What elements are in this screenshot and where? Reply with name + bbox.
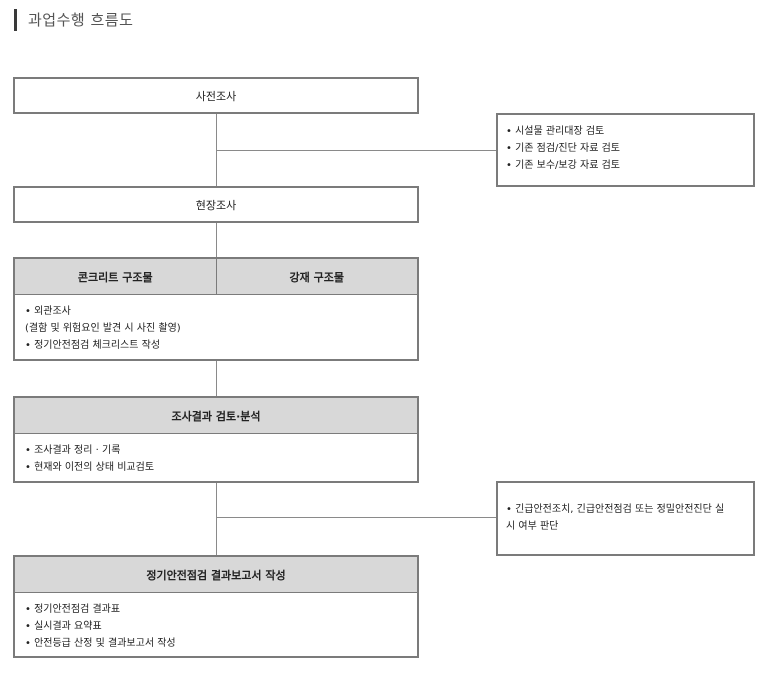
list-item: • 안전등급 산정 및 결과보고서 작성 <box>25 638 176 649</box>
note-item: 시 여부 판단 <box>506 521 559 532</box>
step-report: 정기안전점검 결과보고서 작성 • 정기안전점검 결과표 • 실시결과 요약표 … <box>13 555 419 658</box>
step-structures: 콘크리트 구조물 강재 구조물 • 외관조사 (결함 및 위험요인 발견 시 사… <box>13 257 419 361</box>
connector-3-4 <box>216 361 217 396</box>
note-item: • 기존 점검/진단 자료 검토 <box>506 143 620 154</box>
connector-4-5 <box>216 483 217 555</box>
step-review-analysis: 조사결과 검토·분석 • 조사결과 정리 · 기록 • 현재와 이전의 상태 비… <box>13 396 419 483</box>
note-pre-survey: • 시설물 관리대장 검토 • 기존 점검/진단 자료 검토 • 기존 보수/보… <box>496 113 755 187</box>
note-item: • 기존 보수/보강 자료 검토 <box>506 160 620 171</box>
list-item: • 조사결과 정리 · 기록 <box>25 445 121 456</box>
connector-note-1 <box>216 150 496 151</box>
header-report: 정기안전점검 결과보고서 작성 <box>146 568 286 582</box>
list-item: (결함 및 위험요인 발견 시 사진 촬영) <box>25 323 181 334</box>
list-item: • 실시결과 요약표 <box>25 621 102 632</box>
header-steel: 강재 구조물 <box>215 259 418 294</box>
list-item: • 정기안전점검 체크리스트 작성 <box>25 340 161 351</box>
connector-note-2 <box>216 517 496 518</box>
step-pre-survey: 사전조사 <box>13 77 419 114</box>
step-pre-survey-label: 사전조사 <box>195 89 237 103</box>
list-item: • 정기안전점검 결과표 <box>25 604 121 615</box>
step-review-body: • 조사결과 정리 · 기록 • 현재와 이전의 상태 비교검토 <box>15 434 417 484</box>
title-accent-bar <box>14 9 17 31</box>
step-report-header: 정기안전점검 결과보고서 작성 <box>15 557 417 593</box>
step-structures-header: 콘크리트 구조물 강재 구조물 <box>15 259 417 295</box>
note-item: • 긴급안전조치, 긴급안전점검 또는 정밀안전진단 실 <box>506 504 725 515</box>
step-report-body: • 정기안전점검 결과표 • 실시결과 요약표 • 안전등급 산정 및 결과보고… <box>15 593 417 660</box>
header-concrete: 콘크리트 구조물 <box>77 270 153 284</box>
step-structures-body: • 외관조사 (결함 및 위험요인 발견 시 사진 촬영) • 정기안전점검 체… <box>15 295 417 362</box>
note-decision: • 긴급안전조치, 긴급안전점검 또는 정밀안전진단 실 시 여부 판단 <box>496 481 755 556</box>
header-review: 조사결과 검토·분석 <box>171 409 261 423</box>
step-review-header: 조사결과 검토·분석 <box>15 398 417 434</box>
note-item: • 시설물 관리대장 검토 <box>506 126 605 137</box>
list-item: • 외관조사 <box>25 306 71 317</box>
page-title: 과업수행 흐름도 <box>28 11 134 29</box>
list-item: • 현재와 이전의 상태 비교검토 <box>25 462 155 473</box>
step-field-survey-label: 현장조사 <box>195 198 237 212</box>
connector-2-3 <box>216 223 217 258</box>
step-field-survey: 현장조사 <box>13 186 419 223</box>
